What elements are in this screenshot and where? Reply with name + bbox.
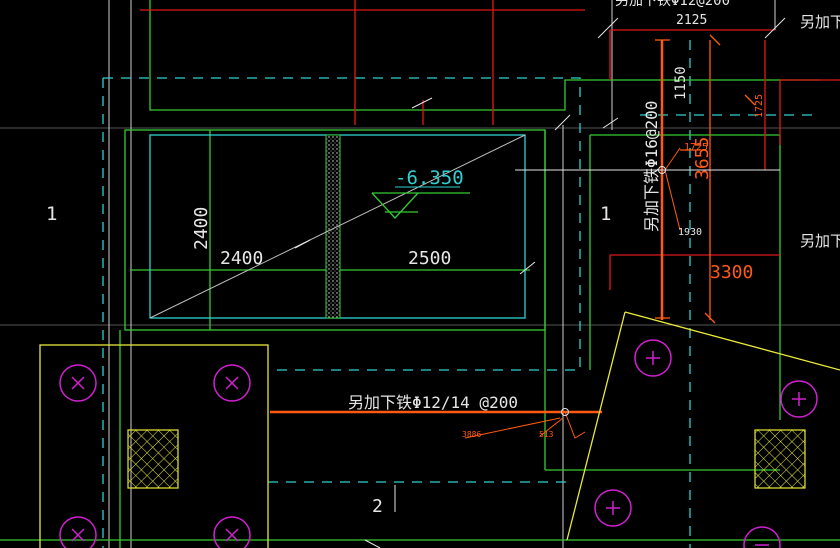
concrete-wall-strip [325,134,341,319]
dim-2400-label: 2400 [220,248,263,269]
elevation-label: -6.350 [395,167,464,189]
bottom-rebar-label: 另加下铁Φ12/14 @200 [348,393,518,412]
axis-label-bottom: 2 [372,496,383,517]
red-rebar-lines [140,0,840,290]
dim-1930-label: 1930 [678,227,702,238]
vertical-rebar-label: 另加下铁Φ16@200 [642,101,661,232]
orange-leader-lines [464,147,681,439]
dim-1725-right-label: 1725 [754,94,765,118]
dim-3655-label: 3655 [692,137,713,180]
axis-lines [0,127,840,326]
dim-2125-label: 2125 [676,13,707,28]
dim-2400-vertical-label: 2400 [191,207,212,250]
axis-label-left: 1 [46,203,57,225]
axis-label-mid: 1 [600,203,611,225]
elevation-triangle-icon [371,192,470,219]
hatched-column-right [754,429,806,489]
dim-2500-label: 2500 [408,248,451,269]
dim-1150-label: 1150 [673,66,689,100]
dim-513-label: 513 [539,430,554,439]
right-top-label: 另加下铁 [800,13,840,31]
yellow-pile-caps [39,311,840,548]
hatched-column-left [127,429,179,489]
pile-plus-circle-icon [594,339,818,548]
orange-rebar-ticks [655,34,756,324]
diagonal-leader [149,134,526,319]
cyan-dashed-outline [102,40,820,548]
dim-3300-label: 3300 [710,262,753,283]
dimension-ticks [294,17,786,548]
dim-3886-label: 3886 [462,430,481,439]
dim-1725-small-label: 1725 [684,142,708,153]
rebar-node [561,408,569,416]
right-mid-label: 另加下铁 [800,232,840,250]
top-rebar-label: 另加下铁Φ12@200 [615,0,730,9]
pile-cross-circle-icon [59,364,251,548]
